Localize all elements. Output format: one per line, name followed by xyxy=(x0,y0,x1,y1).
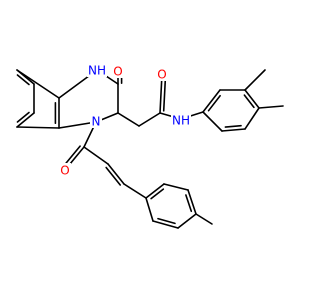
bond-double-d5-d6 xyxy=(224,124,242,128)
bond-a4-a5 xyxy=(16,69,60,99)
label-mask-o-amide xyxy=(156,67,168,81)
bond-d6-d1 xyxy=(202,111,223,132)
bond-a6-a3 xyxy=(16,126,60,129)
bond-layer xyxy=(16,69,284,229)
label-mask-o-lactam xyxy=(112,64,124,78)
bond-double-a2-a6 xyxy=(16,111,30,123)
bond-d5-d6 xyxy=(221,128,246,132)
bond-Cacyl-Cv1 xyxy=(83,146,109,165)
bond-double-t3-t4 xyxy=(185,194,193,213)
bond-C2-CH2 xyxy=(117,112,140,127)
bond-Nbot-a3 xyxy=(58,121,97,129)
bond-double-t1-t2 xyxy=(150,188,165,200)
atom-label-o-amide: O xyxy=(157,68,166,82)
bond-d3-d4 xyxy=(244,89,260,109)
molecule-drawing: NH O N O NH O xyxy=(16,63,284,229)
bond-double-d3-d4 xyxy=(243,94,255,109)
bond-d4-Me2 xyxy=(258,105,284,109)
bond-double-Ca-Oam xyxy=(162,75,167,112)
bond-d3-Me1 xyxy=(244,69,266,91)
atom-label-o-lactam: O xyxy=(113,65,122,79)
atom-label-o-acryl: O xyxy=(60,164,69,178)
bond-t1-t2 xyxy=(145,183,165,199)
label-mask-n-ring xyxy=(90,114,102,128)
atom-label-nh-amide: NH xyxy=(172,114,190,128)
bond-Cv1-Cv2 xyxy=(107,163,125,185)
bond-a2-a6 xyxy=(16,112,35,128)
bond-double-d1-d2 xyxy=(207,94,221,112)
bond-Cv2-t1 xyxy=(123,183,147,199)
bond-t5-t6 xyxy=(152,220,179,229)
label-mask-nh-amide xyxy=(171,113,191,127)
bond-t6-t1 xyxy=(145,197,154,222)
bond-double-a1-a5 xyxy=(16,74,30,86)
label-mask-o-acryl xyxy=(59,163,71,177)
bond-t4-t5 xyxy=(177,213,197,229)
bond-double-Cv1-Cv2 xyxy=(105,166,122,186)
structure-canvas: NH O N O NH O xyxy=(16,63,284,229)
bond-d4-d5 xyxy=(244,107,260,130)
atom-label-n-ring: N xyxy=(92,115,101,129)
bond-t3-t4 xyxy=(187,189,197,215)
bond-double-Cacyl-Oac xyxy=(62,145,81,168)
bond-CH2-Ca xyxy=(138,112,161,127)
bond-a5-a1 xyxy=(16,69,35,85)
bond-t2-t3 xyxy=(163,183,189,191)
label-mask-nh-ring xyxy=(87,63,107,77)
atom-label-layer: NH O N O NH O xyxy=(59,63,191,178)
bond-double-t5-t6 xyxy=(157,217,176,225)
bond-t4-MeT xyxy=(195,213,213,225)
atom-label-nh-ring: NH xyxy=(88,64,106,78)
bond-d1-d2 xyxy=(202,89,221,113)
